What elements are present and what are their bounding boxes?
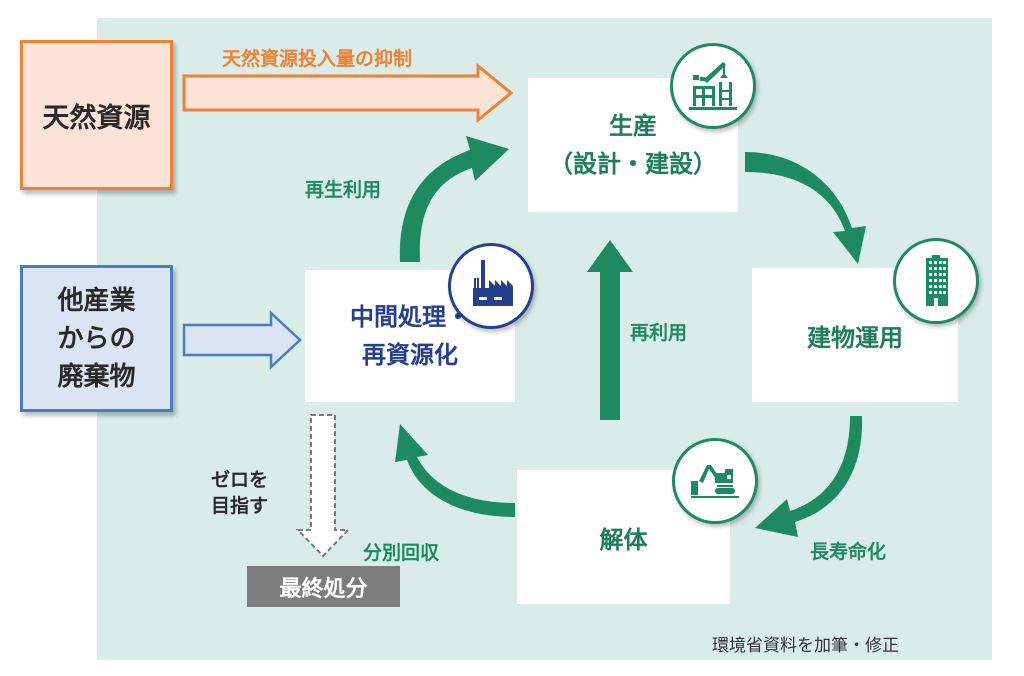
aim-zero-label: ゼロを 目指す: [211, 467, 268, 519]
intermediate-line-2: 再資源化: [362, 341, 458, 369]
other-industry-line-2: からの: [57, 323, 136, 354]
office-building-icon: [893, 238, 979, 324]
natural-resources-label: 天然資源: [42, 102, 151, 134]
sorted-collection-arrow: [395, 424, 515, 517]
sorted-collection-label: 分別回収: [363, 542, 440, 564]
intermediate-line-1: 中間処理・: [350, 303, 470, 331]
other-industry-line-3: 廃棄物: [57, 361, 136, 392]
final-disposal-box: 最終処分: [247, 566, 400, 607]
production-subtitle: （設計・建設）: [549, 150, 717, 178]
source-credit: 環境省資料を加筆・修正: [712, 636, 899, 656]
natural-input-reduction-label: 天然資源投入量の抑制: [222, 48, 413, 70]
recycled-use-label: 再生利用: [305, 179, 382, 201]
final-disposal-label: 最終処分: [279, 576, 368, 602]
aim-zero-line-1: ゼロを: [211, 469, 269, 491]
demolition-label: 解体: [599, 525, 648, 554]
final-disposal-dashed-arrow: [295, 414, 351, 558]
longevity-label: 長寿命化: [810, 541, 887, 563]
industry-waste-arrow: [182, 310, 302, 370]
excavator-icon: [672, 438, 758, 524]
other-industry-line-1: 他産業: [57, 285, 136, 316]
factory-icon: [448, 243, 534, 329]
recycled-use-arrow: [399, 136, 509, 262]
natural-input-arrow: [182, 62, 514, 124]
production-title: 生産: [609, 112, 657, 140]
aim-zero-line-2: 目指す: [211, 495, 269, 517]
production-to-operation-arrow: [745, 152, 866, 264]
longevity-arrow: [755, 416, 863, 537]
other-industry-waste-box: 他産業 からの 廃棄物: [20, 265, 173, 412]
natural-resources-box: 天然資源: [20, 40, 173, 190]
reuse-label: 再利用: [630, 322, 688, 344]
operation-label: 建物運用: [807, 323, 903, 352]
reuse-arrow: [587, 240, 633, 420]
construction-crane-icon: [670, 43, 756, 129]
